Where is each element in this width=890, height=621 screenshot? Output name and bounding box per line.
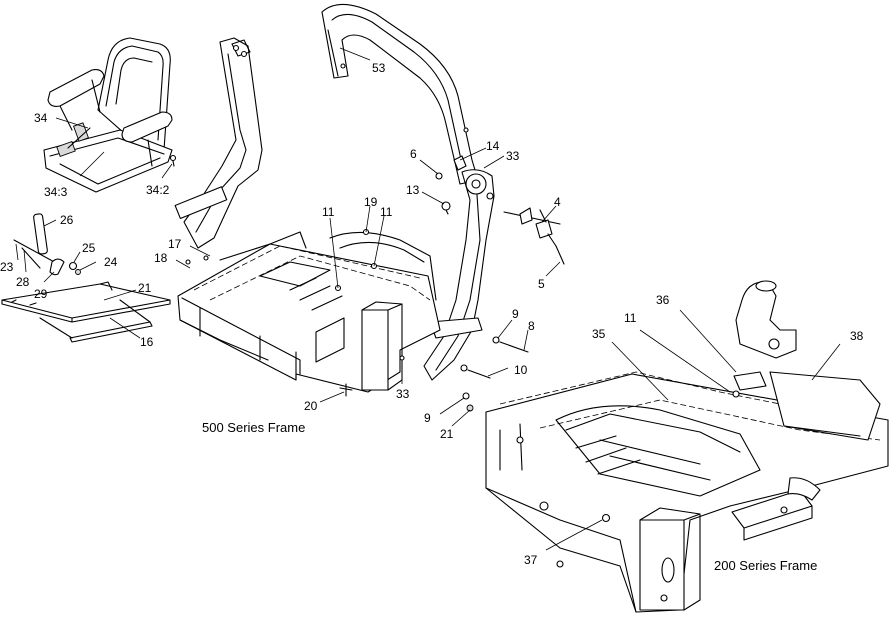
callout-labels: 53 34 34:3 34:2 26 25 24 23 28 29 21 16 … (0, 61, 864, 567)
frame-500 (177, 228, 441, 397)
hinge-hardware (435, 155, 565, 265)
callout-13: 13 (406, 183, 420, 197)
caption-500-series-frame: 500 Series Frame (202, 420, 305, 435)
rops-roll-bar (321, 3, 479, 185)
callout-18: 18 (154, 251, 168, 265)
callout-28: 28 (16, 275, 30, 289)
callout-8: 8 (528, 319, 535, 333)
callout-26: 26 (60, 213, 74, 227)
callout-35: 35 (592, 327, 606, 341)
callout-11-a: 11 (322, 205, 335, 219)
callout-19: 19 (364, 195, 378, 209)
callout-34-3: 34:3 (44, 185, 68, 199)
callout-9-upper: 9 (512, 307, 519, 321)
callout-36: 36 (656, 293, 670, 307)
seat-assembly (43, 37, 177, 193)
rops-500-left-upright (174, 37, 263, 249)
leader-lines (15, 47, 841, 551)
callout-21-right: 21 (440, 427, 454, 441)
callout-29: 29 (34, 287, 48, 301)
callout-11-c: 11 (624, 311, 637, 325)
callout-37: 37 (524, 553, 538, 567)
callout-10: 10 (514, 363, 528, 377)
callout-16: 16 (140, 335, 154, 349)
frame-500-hardware (399, 336, 529, 412)
callout-33-frame: 33 (396, 387, 410, 401)
callout-20: 20 (304, 399, 318, 413)
callout-4: 4 (554, 195, 561, 209)
callout-9-lower: 9 (424, 411, 431, 425)
callout-14: 14 (486, 139, 500, 153)
callout-17: 17 (168, 237, 182, 251)
callout-25: 25 (82, 241, 96, 255)
callout-6: 6 (410, 147, 417, 161)
callout-53: 53 (372, 61, 386, 75)
callout-23: 23 (0, 260, 14, 274)
callout-21-left: 21 (138, 281, 152, 295)
rops-500-right-upright (423, 169, 495, 381)
frame-200 (485, 280, 889, 613)
callout-38: 38 (850, 329, 864, 343)
callout-33-top: 33 (506, 149, 520, 163)
callout-34: 34 (34, 111, 48, 125)
callout-34-2: 34:2 (146, 183, 170, 197)
caption-200-series-frame: 200 Series Frame (714, 558, 817, 573)
callout-5: 5 (538, 277, 545, 291)
callout-24: 24 (104, 255, 118, 269)
callout-11-b: 11 (380, 205, 393, 219)
